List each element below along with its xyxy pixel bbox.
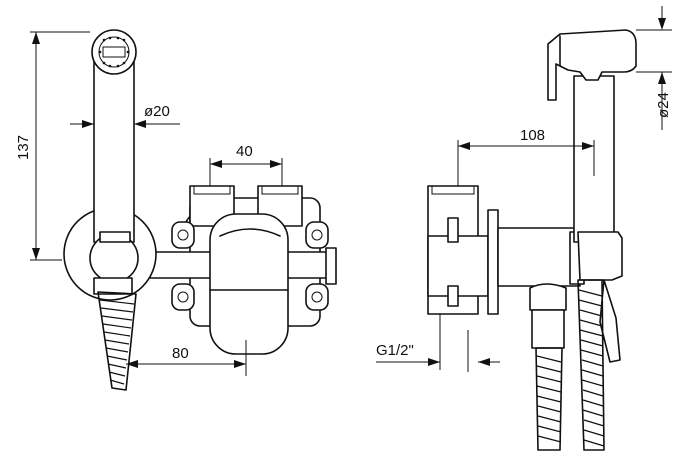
dim-connector-spacing: 40 — [236, 143, 253, 160]
hose-left — [97, 291, 137, 391]
right-lug-bottom — [305, 283, 329, 311]
wall-plate-side — [487, 209, 499, 315]
dim-thread-size: G1/2" — [376, 342, 414, 359]
hose-side-2 — [577, 279, 605, 451]
arm-side — [497, 227, 581, 287]
left-lug-bottom — [171, 283, 195, 311]
dim-hose-diameter: ø20 — [144, 103, 170, 120]
dim-overall-height: 137 — [15, 135, 32, 160]
holder-side — [577, 231, 623, 281]
dim-head-diameter: ø24 — [655, 92, 672, 118]
front-view: 137 ø20 40 80 — [15, 29, 337, 391]
outlet-fitting — [529, 283, 567, 311]
side-view: ø24 108 G1/2" — [376, 6, 672, 451]
dim-projection: 108 — [520, 127, 545, 144]
left-lug-top — [171, 221, 195, 249]
dim-spout-offset: 80 — [172, 345, 189, 362]
bidet-handle-left — [93, 51, 135, 243]
right-lug-top — [305, 221, 329, 249]
handle-front — [209, 213, 289, 355]
hose-side-1 — [535, 347, 563, 451]
